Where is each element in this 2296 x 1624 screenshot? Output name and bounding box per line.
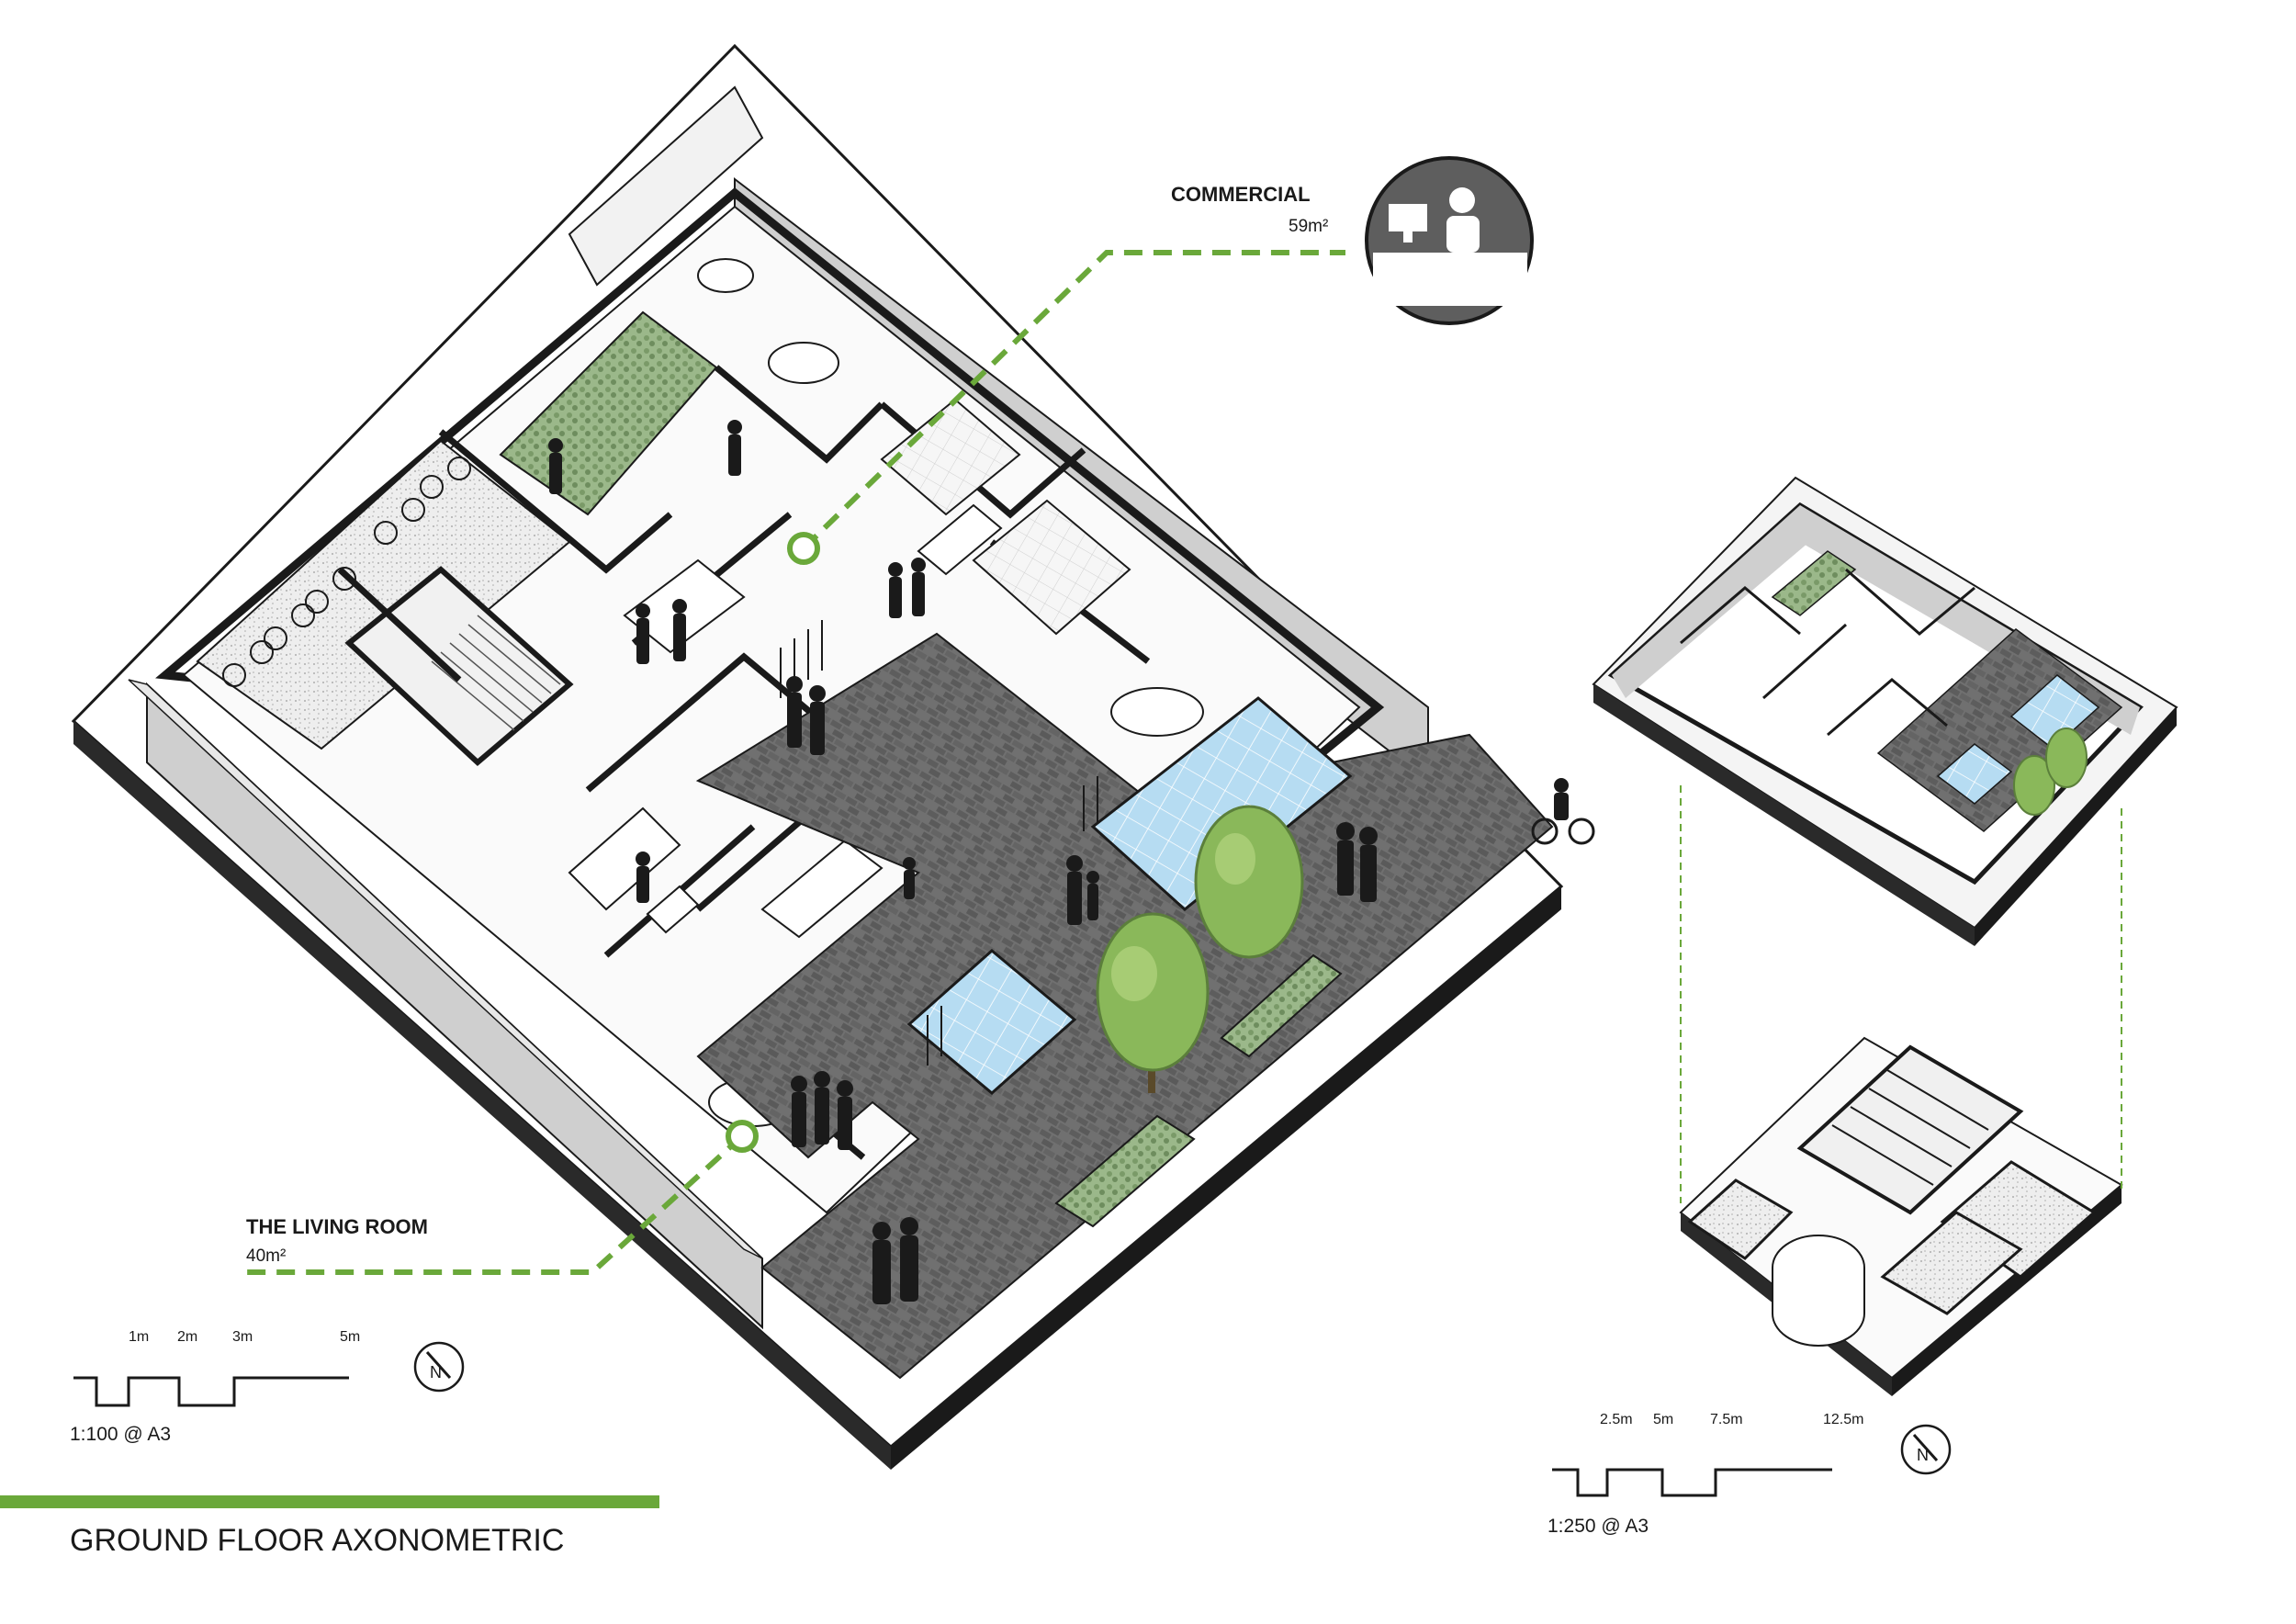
base-slab-edge-right	[891, 886, 1561, 1470]
small-scale-tick-5m: 5m	[1653, 1412, 1673, 1427]
bathroom-floor	[972, 499, 1131, 636]
person-group-4	[1066, 855, 1099, 925]
main-scale-tick-1m: 1m	[129, 1329, 149, 1345]
planter-bed-1	[1054, 1114, 1196, 1228]
person-group-3	[786, 676, 826, 755]
small-view-connectors	[1680, 785, 2122, 1203]
kitchen-floor	[880, 398, 1021, 516]
living-room-leader	[237, 1133, 745, 1275]
main-axonometric	[71, 43, 1595, 1470]
person-group-9	[727, 420, 742, 476]
main-scale-bar	[73, 1376, 349, 1407]
person-group-6	[791, 1071, 853, 1150]
left-party-wall-top	[128, 679, 763, 1259]
small-north-arrow	[1900, 1424, 1952, 1475]
tree-2	[1194, 805, 1304, 959]
reflection-pool-large	[1090, 696, 1353, 911]
page-title: GROUND FLOOR AXONOMETRIC	[70, 1523, 564, 1558]
small-scale-tick-2-5m: 2.5m	[1600, 1412, 1633, 1427]
living-room-label: THE LIVING ROOM	[246, 1215, 428, 1238]
tree-1	[1096, 912, 1210, 1093]
person-group-10	[636, 851, 650, 903]
small-axonometric-top	[1592, 476, 2178, 946]
reflection-pool-small	[906, 949, 1077, 1095]
callout-leaders	[237, 250, 1345, 1275]
person-group-2	[636, 599, 687, 664]
person-group-7	[872, 1217, 918, 1304]
commercial-leader	[801, 250, 1345, 551]
person-group-8	[548, 438, 563, 494]
main-north-label: N	[430, 1363, 442, 1382]
roof-block	[568, 85, 764, 287]
main-scale-tick-5m: 5m	[340, 1329, 360, 1345]
main-north-arrow	[413, 1341, 465, 1393]
stair-treads	[431, 615, 561, 731]
commercial-marker	[787, 532, 820, 565]
title-accent-bar	[0, 1495, 659, 1508]
commercial-area: 59m²	[1289, 217, 1328, 236]
main-scale-tick-3m: 3m	[232, 1329, 253, 1345]
small-scale-ratio: 1:250 @ A3	[1548, 1516, 1649, 1537]
living-room-marker	[726, 1120, 759, 1153]
furniture	[568, 258, 1204, 1127]
commercial-label: COMMERCIAL	[1171, 183, 1311, 206]
main-scale-ratio: 1:100 @ A3	[70, 1424, 171, 1445]
small-scale-bar	[1552, 1468, 1832, 1497]
reception-desk-icon	[1365, 156, 1534, 325]
trees	[1096, 805, 1304, 1093]
main-scale-tick-2m: 2m	[177, 1329, 197, 1345]
planter-bed-2	[1220, 953, 1343, 1058]
small-north-label: N	[1917, 1446, 1929, 1464]
person-group-11	[903, 857, 916, 899]
window-mullions	[780, 620, 1098, 1066]
living-room-area: 40m²	[246, 1246, 286, 1266]
base-slab-edge	[73, 721, 891, 1470]
people-silhouettes	[548, 420, 1595, 1304]
small-axonometric-bottom	[1679, 1036, 2123, 1396]
small-scale-tick-12-5m: 12.5m	[1823, 1412, 1863, 1427]
person-group-5	[1336, 822, 1378, 902]
person-group-12	[1531, 778, 1595, 845]
small-scale-tick-7-5m: 7.5m	[1710, 1412, 1743, 1427]
bicycles	[222, 457, 471, 687]
person-group-1	[888, 558, 926, 618]
